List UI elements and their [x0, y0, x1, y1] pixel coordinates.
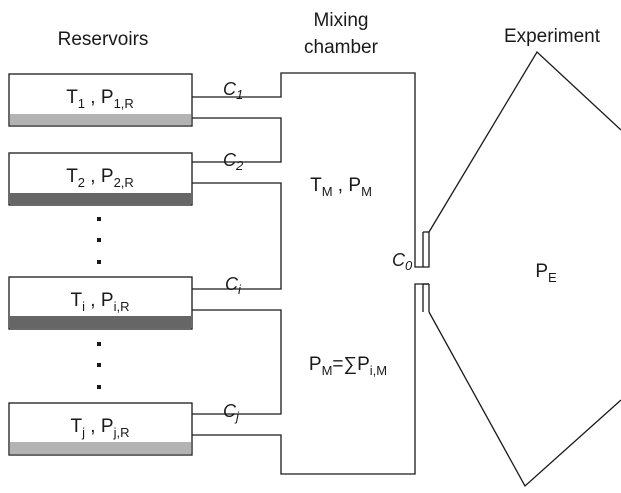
reservoir-j-label: Tj , Pj,R [71, 416, 130, 440]
reservoir-2-label: T2 , P2,R [66, 166, 134, 190]
reservoir-1-level [10, 114, 191, 125]
reservoirs-header: Reservoirs [58, 29, 149, 50]
reservoir-2: T2 , P2,R C2 [8, 150, 244, 206]
experiment-header: Experiment [504, 26, 601, 47]
conductance-2-label: C2 [223, 150, 244, 173]
experiment-pressure-label: PE [535, 261, 557, 285]
reservoir-i-label: Ti , Pi,R [71, 290, 130, 314]
reservoir-1: T1 , P1,R C1 [8, 73, 243, 127]
reservoir-j-level [10, 442, 191, 454]
outlet-conductance-label: C0 [392, 250, 413, 273]
mixing-chamber-outline [192, 72, 430, 475]
conductance-1-label: C1 [223, 79, 243, 102]
reservoir-j: Tj , Pj,R Cj [8, 401, 240, 456]
reservoir-1-label: T1 , P1,R [66, 87, 134, 111]
reservoir-i: Ti , Pi,R Ci [8, 274, 242, 330]
reservoir-i-level [10, 316, 191, 328]
mixing-chamber-header-line2: chamber [304, 37, 379, 58]
conductance-j-label: Cj [223, 401, 240, 424]
reservoir-2-level [10, 193, 191, 204]
ellipsis-dots-upper [97, 217, 101, 264]
ellipsis-dots-lower [97, 342, 101, 389]
conductance-i-label: Ci [225, 274, 242, 297]
pressure-sum-label: PM=∑Pi,M [309, 354, 387, 378]
mixing-chamber-header-line1: Mixing [314, 10, 369, 31]
mixing-state-label: TM , PM [310, 175, 372, 199]
experiment-chamber-outline [428, 50, 621, 488]
